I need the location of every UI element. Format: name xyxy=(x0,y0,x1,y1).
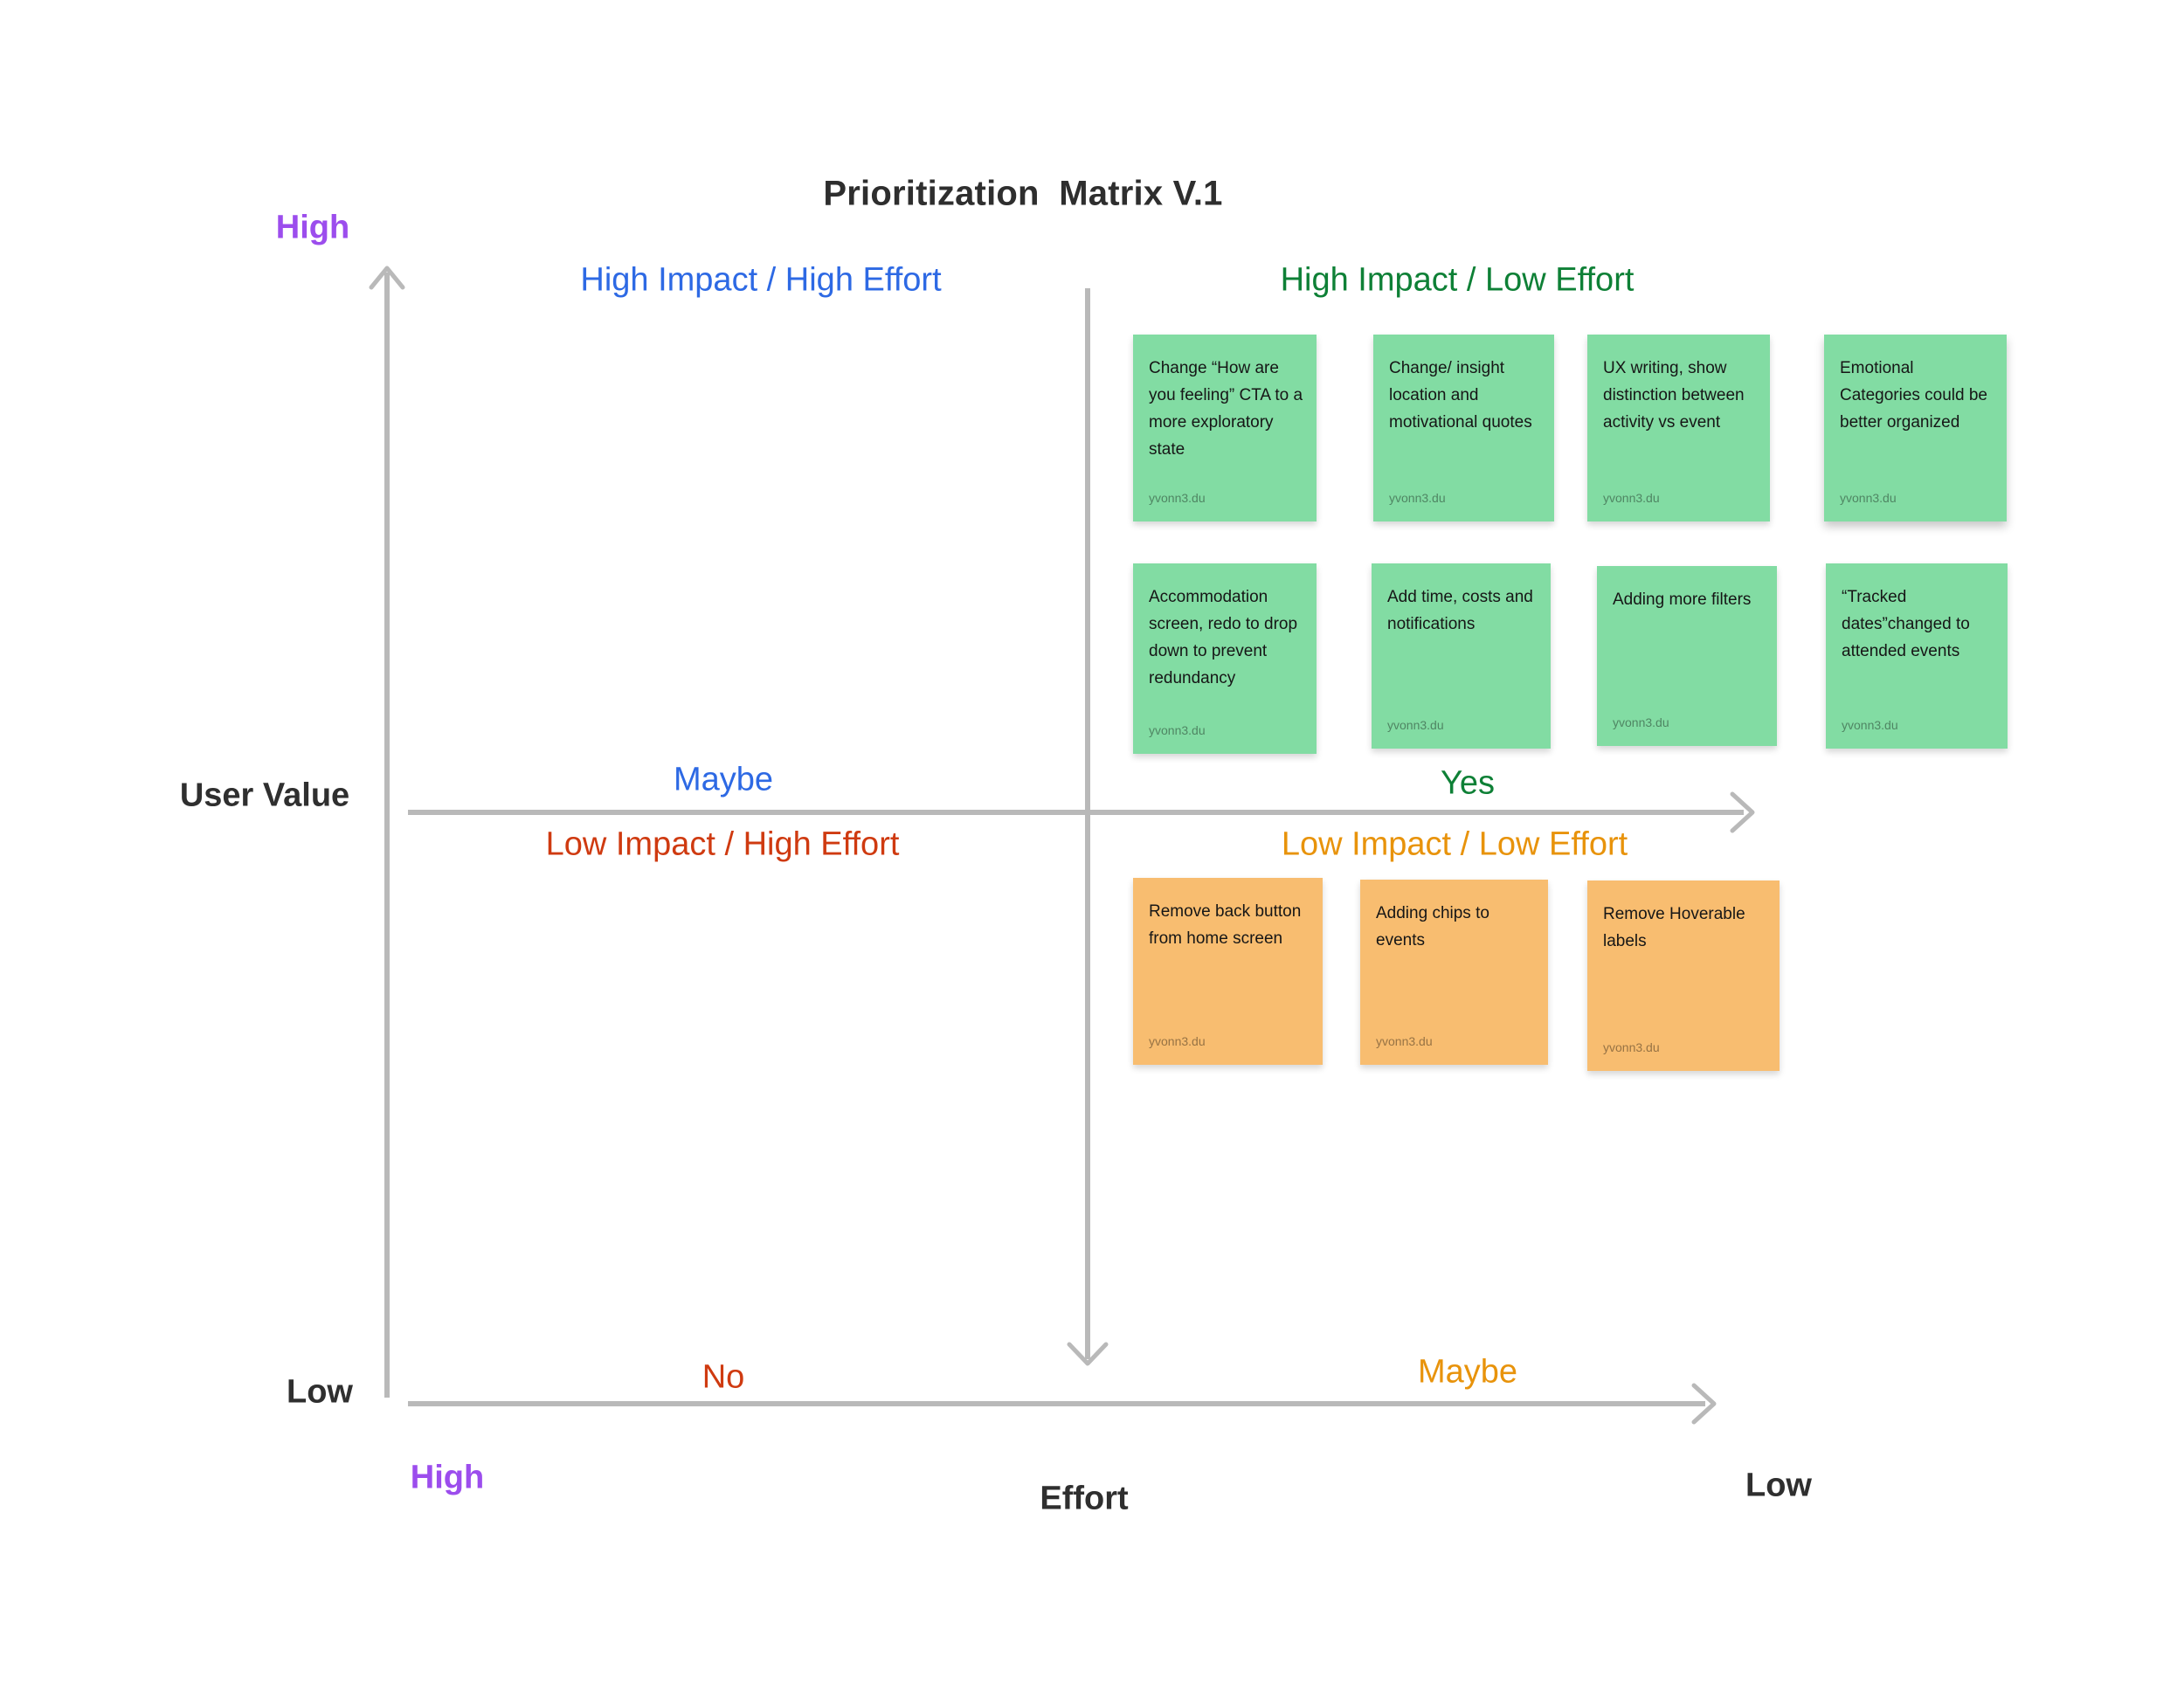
sticky-note-text: Change “How are you feeling” CTA to a mo… xyxy=(1149,359,1303,459)
sticky-note-author: yvonn3.du xyxy=(1389,491,1446,505)
sticky-note-text: Adding chips to events xyxy=(1376,904,1489,950)
sticky-note[interactable]: “Tracked dates”changed to attended event… xyxy=(1826,563,2008,749)
sticky-note-text: Accommodation screen, redo to drop down … xyxy=(1149,588,1298,687)
sticky-note-text: Emotional Categories could be better org… xyxy=(1840,359,1987,432)
sticky-note-text: Change/ insight location and motivationa… xyxy=(1389,359,1532,432)
decision-yes-top-right: Yes xyxy=(1441,764,1495,802)
sticky-note[interactable]: Adding chips to events yvonn3.du xyxy=(1360,880,1548,1065)
decision-maybe-bottom-right: Maybe xyxy=(1417,1353,1518,1391)
sticky-note-author: yvonn3.du xyxy=(1387,718,1444,732)
sticky-note-author: yvonn3.du xyxy=(1613,715,1669,729)
sticky-note[interactable]: Add time, costs and notifications yvonn3… xyxy=(1372,563,1551,749)
x-axis-name: Effort xyxy=(1040,1480,1129,1517)
sticky-note-author: yvonn3.du xyxy=(1149,723,1206,737)
x-axis-left-label: High xyxy=(410,1459,485,1496)
sticky-note-author: yvonn3.du xyxy=(1149,1034,1206,1048)
sticky-note-text: Remove back button from home screen xyxy=(1149,902,1302,948)
sticky-note[interactable]: Emotional Categories could be better org… xyxy=(1824,335,2007,521)
sticky-note[interactable]: UX writing, show distinction between act… xyxy=(1587,335,1770,521)
sticky-note-author: yvonn3.du xyxy=(1149,491,1206,505)
center-divider-arrowhead xyxy=(1067,1342,1109,1366)
sticky-note[interactable]: Adding more filters yvonn3.du xyxy=(1597,566,1777,746)
sticky-note[interactable]: Change/ insight location and motivationa… xyxy=(1373,335,1554,521)
sticky-note-text: Remove Hoverable labels xyxy=(1603,905,1745,950)
sticky-note-author: yvonn3.du xyxy=(1603,491,1660,505)
mid-horizontal-axis-arrowhead xyxy=(1730,791,1755,833)
quadrant-label-high-impact-high-effort: High Impact / High Effort xyxy=(580,261,942,299)
sticky-note-author: yvonn3.du xyxy=(1840,491,1897,505)
decision-no-bottom-left: No xyxy=(702,1358,745,1396)
sticky-note[interactable]: Remove Hoverable labels yvonn3.du xyxy=(1587,880,1780,1071)
sticky-note[interactable]: Change “How are you feeling” CTA to a mo… xyxy=(1133,335,1317,521)
sticky-note-text: UX writing, show distinction between act… xyxy=(1603,359,1745,432)
sticky-note-text: “Tracked dates”changed to attended event… xyxy=(1842,588,1970,660)
quadrant-label-low-impact-low-effort: Low Impact / Low Effort xyxy=(1281,825,1628,863)
y-axis-bottom-label: Low xyxy=(287,1373,353,1411)
board-title: Prioritization Matrix V.1 xyxy=(823,174,1223,213)
sticky-note[interactable]: Remove back button from home screen yvon… xyxy=(1133,878,1323,1065)
sticky-note[interactable]: Accommodation screen, redo to drop down … xyxy=(1133,563,1317,754)
sticky-note-author: yvonn3.du xyxy=(1603,1040,1660,1054)
sticky-note-author: yvonn3.du xyxy=(1842,718,1898,732)
y-axis-top-label: High xyxy=(275,209,350,246)
y-axis-name: User Value xyxy=(179,777,350,814)
x-axis-right-label: Low xyxy=(1745,1467,1812,1504)
user-value-axis-arrowhead xyxy=(369,266,405,290)
sticky-note-text: Add time, costs and notifications xyxy=(1387,588,1533,633)
decision-maybe-top-left: Maybe xyxy=(673,761,774,798)
quadrant-label-low-impact-high-effort: Low Impact / High Effort xyxy=(545,825,900,863)
effort-axis-arrowhead xyxy=(1691,1383,1717,1425)
sticky-note-author: yvonn3.du xyxy=(1376,1034,1433,1048)
sticky-note-text: Adding more filters xyxy=(1613,590,1752,609)
quadrant-label-high-impact-low-effort: High Impact / Low Effort xyxy=(1280,261,1635,299)
